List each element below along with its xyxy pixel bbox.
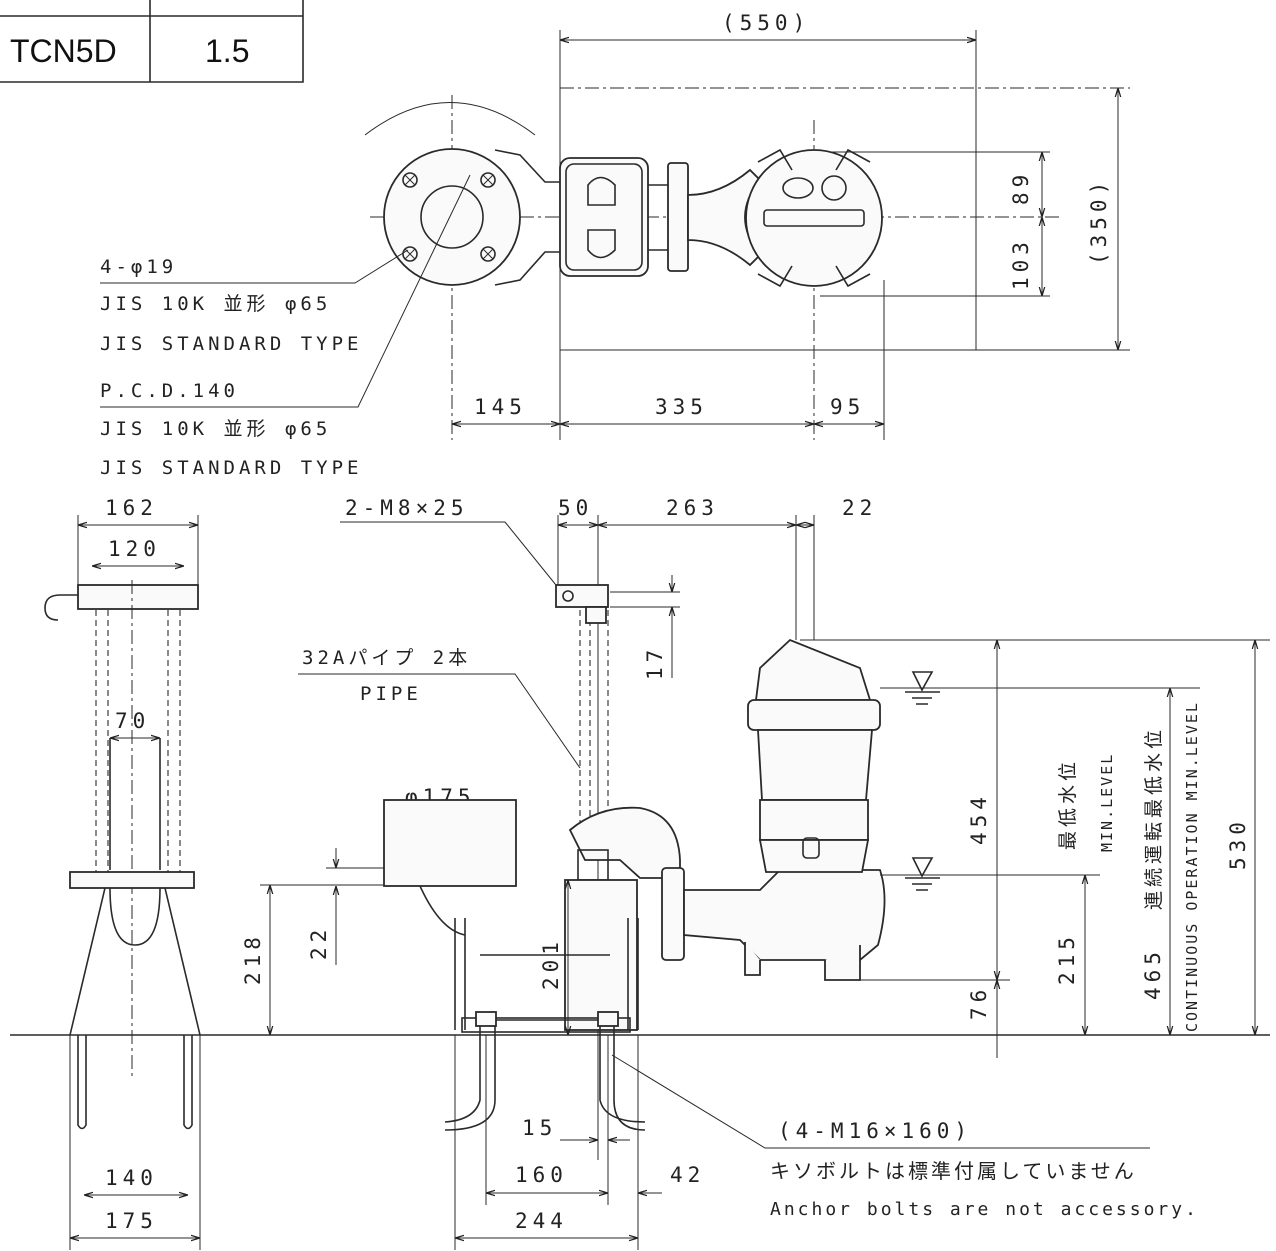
bolts-label: 2-M8×25 bbox=[345, 496, 469, 520]
dim-530: 530 bbox=[1226, 817, 1250, 870]
anchor-note-jp: キソボルトは標準付属していません bbox=[770, 1159, 1137, 1183]
model-kw: 1.5 bbox=[205, 33, 249, 69]
dim-215: 215 bbox=[1055, 932, 1079, 985]
min-level-en: MIN.LEVEL bbox=[1098, 753, 1116, 852]
side-view: 162 120 70 140 175 bbox=[44, 496, 201, 1250]
front-view: 2-M8×25 50 263 22 17 32Aパイプ 2本 PIPE φ175 bbox=[241, 496, 1270, 1250]
dim-218: 218 bbox=[241, 932, 265, 985]
dim-162: 162 bbox=[105, 496, 158, 520]
bolt-holes-label: 4-φ19 bbox=[100, 256, 177, 278]
dim-335: 335 bbox=[655, 395, 708, 419]
anchor-bolt-label: (4-M16×160) bbox=[778, 1119, 972, 1143]
dim-overall-width: (550) bbox=[722, 11, 810, 35]
flange-std2-en-label: JIS STANDARD TYPE bbox=[100, 457, 362, 479]
flange-std-en-label: JIS STANDARD TYPE bbox=[100, 333, 362, 355]
dim-15: 15 bbox=[522, 1116, 557, 1140]
dim-95: 95 bbox=[830, 395, 865, 419]
bolt-holes bbox=[402, 172, 496, 262]
dim-454: 454 bbox=[967, 792, 991, 845]
model-name: TCN5D bbox=[10, 33, 117, 69]
pipe-label-en: PIPE bbox=[360, 683, 422, 705]
dim-50: 50 bbox=[558, 496, 593, 520]
flange-std-label: JIS 10K 並形 φ65 bbox=[100, 293, 331, 315]
dim-160: 160 bbox=[515, 1163, 568, 1187]
dim-22-side: 22 bbox=[307, 925, 331, 960]
cont-level-en: CONTINUOUS OPERATION MIN.LEVEL bbox=[1183, 701, 1201, 1032]
dim-201: 201 bbox=[539, 937, 563, 990]
top-view: (550) (350) 89 103 bbox=[100, 11, 1130, 479]
dim-overall-depth: (350) bbox=[1087, 177, 1111, 265]
anchor-note-en: Anchor bolts are not accessory. bbox=[770, 1199, 1199, 1220]
pcd-label: P.C.D.140 bbox=[100, 380, 239, 402]
model-table: TCN5D 1.5 bbox=[0, 0, 304, 83]
dim-263: 263 bbox=[666, 496, 719, 520]
dim-140: 140 bbox=[105, 1166, 158, 1190]
min-level-jp: 最低水位 bbox=[1057, 758, 1079, 850]
dim-120: 120 bbox=[108, 537, 161, 561]
dim-145: 145 bbox=[474, 395, 527, 419]
dim-22-top: 22 bbox=[842, 496, 877, 520]
dim-465: 465 bbox=[1141, 947, 1165, 1000]
flange-std2-label: JIS 10K 並形 φ65 bbox=[100, 418, 331, 440]
dim-76: 76 bbox=[967, 985, 991, 1020]
dim-89: 89 bbox=[1009, 170, 1033, 205]
dim-17: 17 bbox=[643, 645, 667, 680]
cont-level-jp: 連続運転最低水位 bbox=[1143, 726, 1165, 910]
dim-70: 70 bbox=[115, 709, 150, 733]
pipe-label-jp: 32Aパイプ 2本 bbox=[302, 647, 471, 669]
dim-42: 42 bbox=[670, 1163, 705, 1187]
dim-103: 103 bbox=[1009, 237, 1033, 290]
dim-244: 244 bbox=[515, 1209, 568, 1233]
dim-175: 175 bbox=[105, 1209, 158, 1233]
